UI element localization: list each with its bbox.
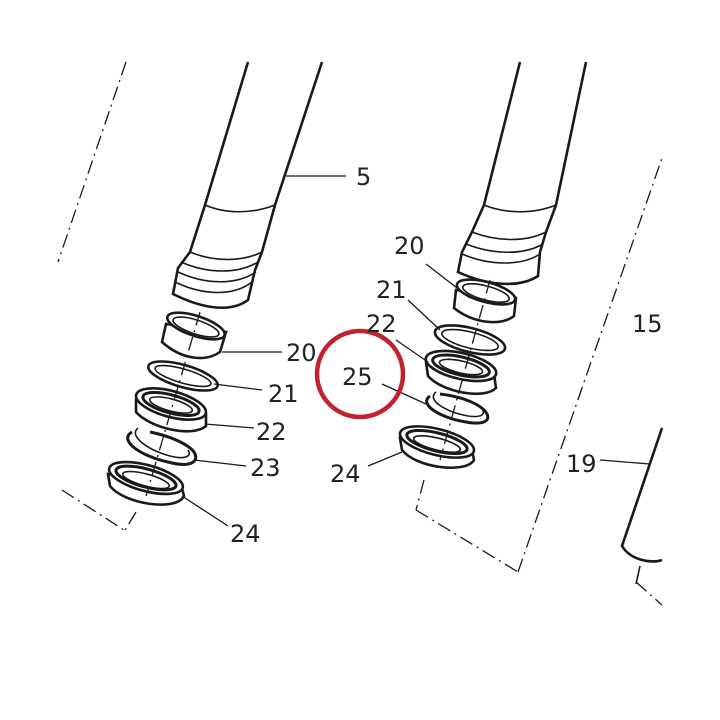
right-part-25-clip [425,391,490,425]
label-19: 19 [566,450,597,478]
right-center-axis [415,279,491,511]
label-right-21: 21 [376,276,407,304]
label-left-21: 21 [268,380,299,408]
left-part-22-seal [134,387,208,433]
label-left-24: 24 [230,520,261,548]
left-part-21-washer [146,360,220,392]
right-part-21-washer [433,324,507,356]
left-part-23-clip [126,427,198,466]
right-part-22-seal [424,349,498,396]
label-left-23: 23 [250,454,281,482]
highlight-circle [314,328,406,420]
left-part-20-bushing [160,311,228,360]
label-15: 15 [632,310,663,338]
part-19-tube [620,427,664,585]
right-part-24-wiper [398,425,476,470]
label-left-20: 20 [286,339,317,367]
label-right-20: 20 [394,232,425,260]
label-5: 5 [356,163,371,191]
label-left-22: 22 [256,418,287,446]
left-fork-tube [171,61,324,309]
label-right-22: 22 [366,310,397,338]
right-fork-tube [456,61,588,286]
leader-lines [181,175,651,527]
label-right-24: 24 [330,460,361,488]
left-part-24-wiper [106,460,186,506]
callout-labels: 5 20 21 22 23 24 20 21 22 25 24 15 19 [230,163,663,548]
label-right-25: 25 [342,363,373,391]
left-center-axis [123,311,201,533]
boundary-lines [57,61,663,606]
